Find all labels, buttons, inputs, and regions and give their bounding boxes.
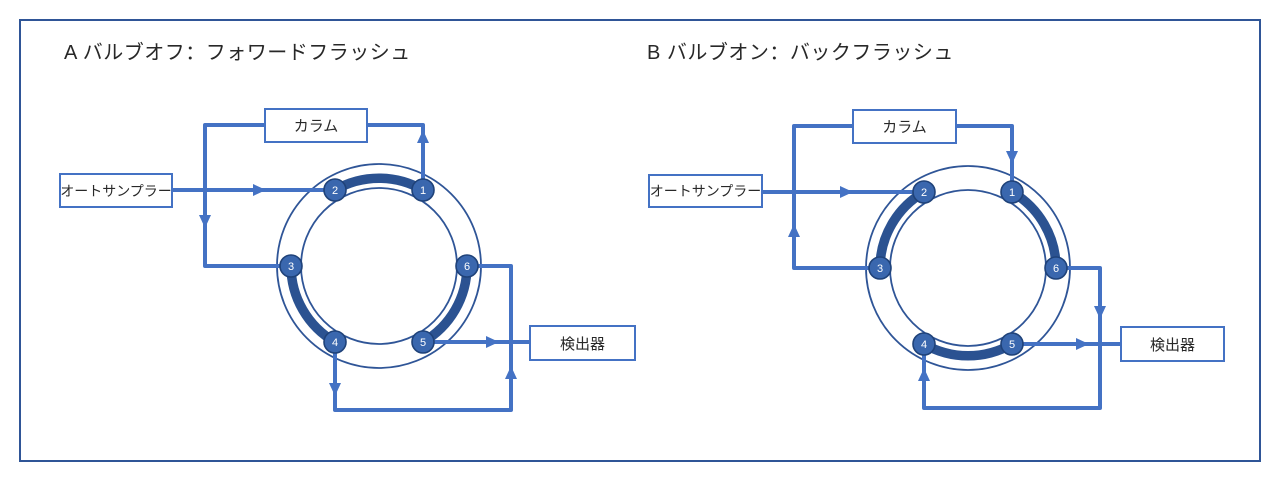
port-circle-4 — [912, 332, 936, 356]
flow-arrow-into-port2 — [253, 184, 266, 196]
column-label: カラム — [293, 118, 339, 135]
port-number: 1 — [420, 185, 426, 197]
tube-column-left-port3 — [792, 124, 880, 270]
flow-arrow-port6-down — [1094, 306, 1106, 319]
port-number: 5 — [420, 337, 426, 349]
flow-arrow-to-detector — [1076, 338, 1089, 350]
port-number: 6 — [464, 261, 470, 273]
port-circle-3 — [868, 256, 892, 280]
flow-arrow-port4-down — [329, 383, 341, 396]
stator-outer-ring — [276, 163, 482, 369]
port-circle-3 — [279, 254, 303, 278]
column-box-a: カラム — [264, 108, 368, 143]
port-number: 2 — [332, 185, 338, 197]
port-circle-6 — [1044, 256, 1068, 280]
autosampler-label: オートサンプラー — [649, 183, 762, 199]
flow-arrow-up-to-column — [788, 224, 800, 237]
figure-border — [19, 19, 1261, 462]
port-circle-6 — [455, 254, 479, 278]
rotor-groove-6-5 — [418, 261, 472, 347]
port-number: 5 — [1009, 339, 1015, 351]
rotor-groove-2-3 — [875, 187, 929, 273]
tube-port4-port6 — [922, 266, 1102, 410]
detector-box-b: 検出器 — [1120, 326, 1225, 362]
flow-arrow-column-outlet-down — [1006, 151, 1018, 164]
diagram-a-title: A バルブオフ：フォワードフラッシュ — [64, 42, 411, 64]
flow-arrow-into-port2 — [840, 186, 853, 198]
valve-a: 1 2 3 4 5 6 — [173, 123, 529, 412]
port-number: 6 — [1053, 263, 1059, 275]
column-box-b: カラム — [852, 109, 957, 144]
flow-arrow-up-to-column — [417, 130, 429, 143]
column-label: カラム — [882, 119, 927, 136]
port-circle-4 — [323, 330, 347, 354]
tube-column-left-port3 — [203, 123, 291, 268]
tube-column-right-port1 — [957, 124, 1014, 192]
autosampler-box-a: オートサンプラー — [59, 173, 173, 208]
port-number: 1 — [1009, 187, 1015, 199]
port-number: 4 — [332, 337, 338, 349]
detector-label: 検出器 — [1149, 336, 1195, 354]
flow-arrow-to-detector — [486, 336, 499, 348]
port-number: 3 — [288, 261, 294, 273]
autosampler-label: オートサンプラー — [60, 182, 172, 199]
stator-outer-ring — [865, 165, 1071, 371]
port-circle-5 — [1000, 332, 1024, 356]
flow-arrow-column-outlet-down — [199, 215, 211, 228]
port-number: 3 — [877, 263, 883, 275]
detector-label: 検出器 — [559, 335, 605, 353]
detector-box-a: 検出器 — [529, 325, 636, 361]
port-circle-5 — [411, 330, 435, 354]
port-circle-2 — [912, 180, 936, 204]
port-circle-1 — [1000, 180, 1024, 204]
autosampler-box-b: オートサンプラー — [648, 174, 763, 208]
port-circle-1 — [411, 178, 435, 202]
rotor-groove-6-1 — [1007, 187, 1061, 273]
stator-inner-ring — [889, 189, 1047, 347]
port-number: 2 — [921, 187, 927, 199]
stator-inner-ring — [300, 187, 458, 345]
flow-arrow-up-to-port4 — [918, 368, 930, 381]
flow-arrow-up-to-port6 — [505, 366, 517, 379]
port-circle-2 — [323, 178, 347, 202]
port-number: 4 — [921, 339, 927, 351]
tube-column-right-port1 — [368, 123, 425, 190]
valve-b: 1 2 3 4 5 6 — [763, 124, 1120, 410]
diagram-b-title: B バルブオン：バックフラッシュ — [647, 42, 954, 64]
rotor-groove-3-4 — [286, 261, 340, 347]
